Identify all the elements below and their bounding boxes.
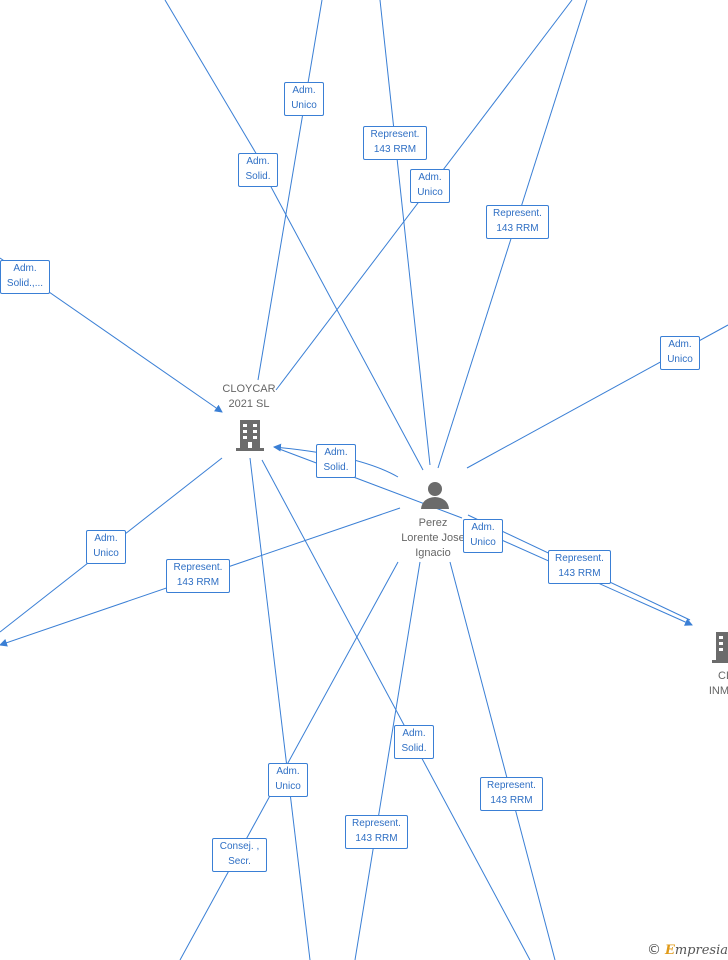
edge-label[interactable]: Adm. Solid.,... — [0, 260, 50, 294]
edge-label[interactable]: Adm. Unico — [284, 82, 324, 116]
edge-label[interactable]: Represent. 143 RRM — [480, 777, 543, 811]
edge-label[interactable]: Adm. Unico — [463, 519, 503, 553]
node-label-perez[interactable]: Perez Lorente Jose Ignacio — [401, 517, 465, 559]
edge-label[interactable]: Represent. 143 RRM — [363, 126, 427, 160]
edge-label[interactable]: Represent. 143 RRM — [166, 559, 230, 593]
empresia-watermark: ©Empresia — [647, 942, 728, 958]
edge-line — [449, 561, 556, 960]
building-icon[interactable] — [234, 418, 266, 452]
brand-initial: E — [664, 943, 675, 958]
edge-line — [269, 184, 424, 471]
edge-line — [379, 0, 431, 466]
edge-line — [354, 561, 421, 960]
edge-label[interactable]: Represent. 143 RRM — [548, 550, 611, 584]
node-label-cloycar-inmob[interactable]: CLOY INMOBI S — [708, 670, 728, 697]
edge-label[interactable]: Adm. Unico — [660, 336, 700, 370]
person-icon[interactable] — [420, 480, 450, 510]
edge-label[interactable]: Adm. Unico — [410, 169, 450, 203]
edge-label[interactable]: Adm. Solid. — [238, 153, 278, 187]
edge-label[interactable]: Represent. 143 RRM — [486, 205, 549, 239]
edge-label[interactable]: Represent. 143 RRM — [345, 815, 408, 849]
edge-line — [257, 0, 323, 381]
building-icon[interactable] — [710, 630, 728, 664]
edge-line — [164, 0, 258, 156]
brand-name: mpresia — [674, 943, 728, 958]
edge-label[interactable]: Adm. Unico — [86, 530, 126, 564]
edge-label[interactable]: Consej. , Secr. — [212, 838, 267, 872]
copyright-icon: © — [646, 942, 661, 958]
node-label-cloycar[interactable]: CLOYCAR 2021 SL — [222, 383, 276, 410]
edge-label[interactable]: Adm. Unico — [268, 763, 308, 797]
edge-line — [179, 561, 399, 960]
edge-label[interactable]: Adm. Solid. — [316, 444, 356, 478]
edge-label[interactable]: Adm. Solid. — [394, 725, 434, 759]
edge-line — [249, 457, 311, 960]
